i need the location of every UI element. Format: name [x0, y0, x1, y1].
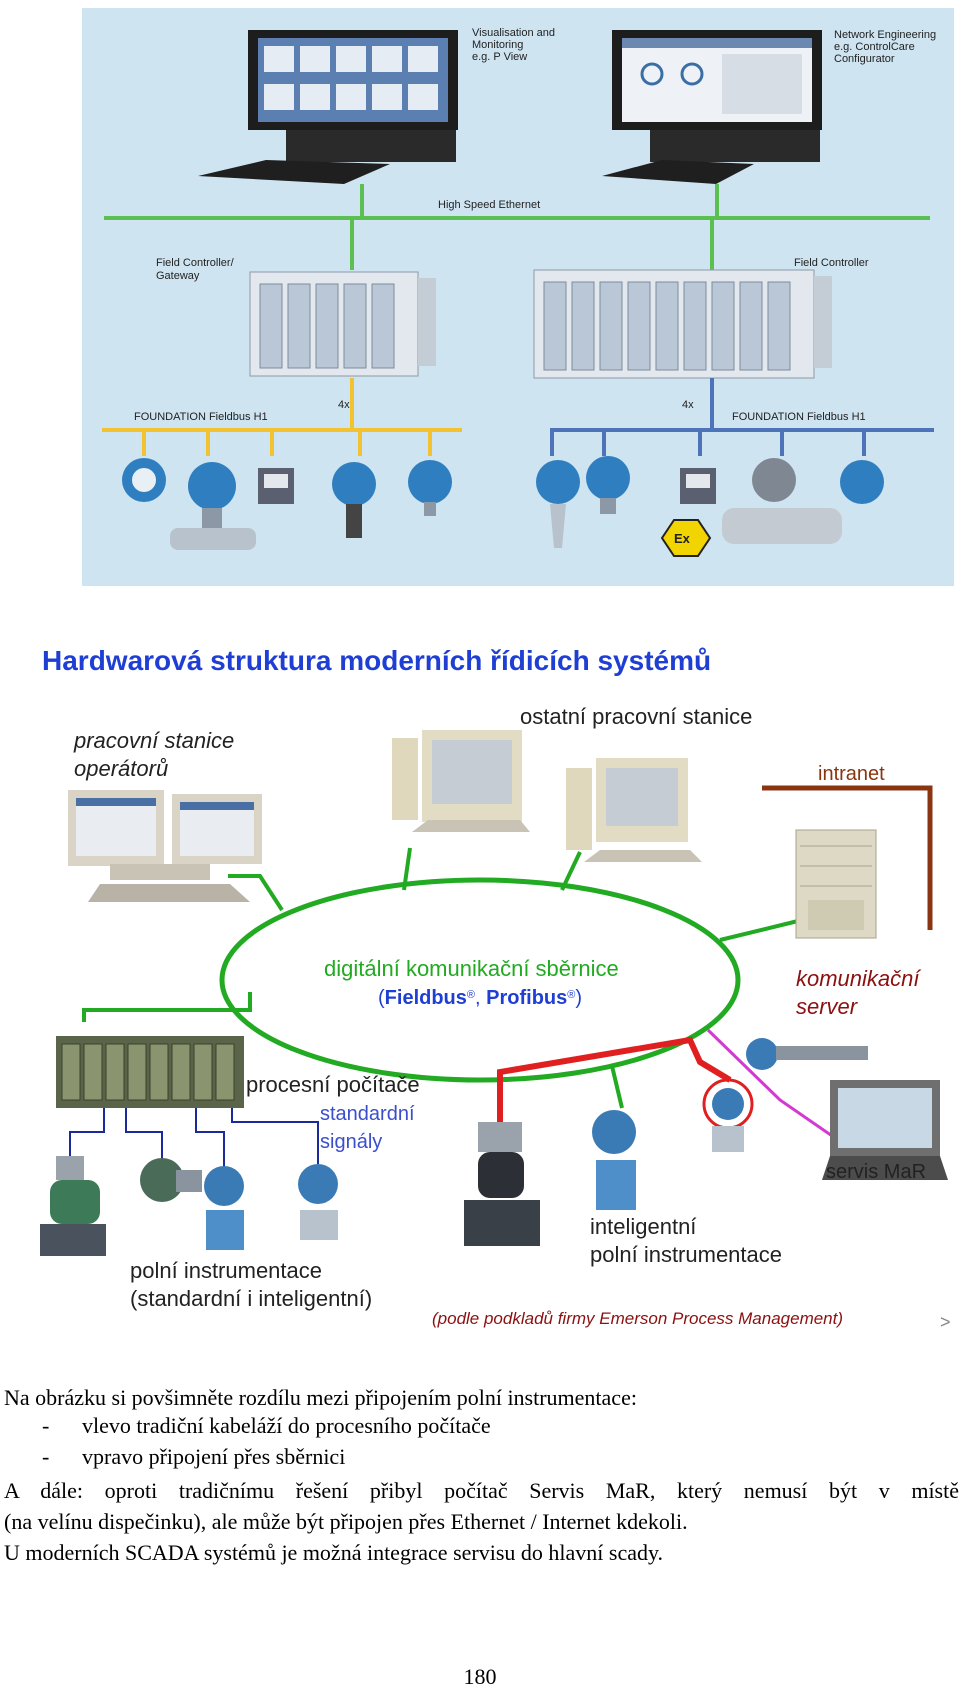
label-field-controller: Field Controller — [794, 257, 869, 269]
figure1-svg: Visualisation and Monitoring e.g. P View… — [82, 8, 954, 586]
pressure-transmitter-icon — [746, 1038, 868, 1070]
label-visualisation: Visualisation and — [472, 27, 555, 39]
label-controlcare: e.g. ControlCare — [834, 41, 915, 53]
bullet-dash-2: - — [42, 1444, 50, 1469]
field-instruments-left-icon — [40, 1156, 338, 1256]
label-fieldbus-left: FOUNDATION Fieldbus H1 — [134, 411, 268, 423]
green-links — [82, 847, 803, 1109]
label-network-engineering: Network Engineering — [834, 29, 936, 41]
label-fieldbus-right: FOUNDATION Fieldbus H1 — [732, 411, 866, 423]
comm-server-label-2: server — [796, 994, 859, 1019]
smart-instr-label-2: polní instrumentace — [590, 1242, 782, 1267]
text-intro: Na obrázku si povšimněte rozdílu mezi př… — [4, 1385, 637, 1410]
bus-protocols: (Fieldbus®, Profibus®) — [378, 987, 582, 1009]
field-instr-label: polní instrumentace — [130, 1258, 322, 1283]
red-link — [497, 1036, 732, 1122]
smart-instruments-icon — [464, 1078, 754, 1246]
intranet-line — [762, 785, 933, 930]
workstation-left-icon — [198, 30, 458, 184]
workstation-right-icon — [602, 30, 822, 184]
other-ws-label: ostatní pracovní stanice — [520, 704, 752, 729]
text-service-pc: A dále: oproti tradičnímu řešení přibyl … — [4, 1478, 959, 1503]
field-devices-icons: Ex — [122, 456, 884, 557]
label-field-controller-gateway: Field Controller/ — [156, 257, 235, 269]
figure2-title: Hardwarová struktura moderních řídicích … — [42, 645, 711, 676]
process-computer-icon — [56, 1036, 244, 1108]
fieldbus-left-lines — [102, 378, 462, 456]
ex-warning-icon — [660, 519, 712, 557]
bullet-right-bus: vpravo připojení přes sběrnici — [82, 1444, 346, 1469]
operator-ws-label: pracovní stanice — [73, 728, 234, 753]
field-controller-right-icon — [533, 269, 832, 379]
ex-symbol: Ex — [674, 531, 691, 546]
service-label: servis MaR — [826, 1161, 926, 1183]
figure-hardware-structure: Hardwarová struktura moderních řídicích … — [0, 620, 960, 1340]
label-ethernet: High Speed Ethernet — [438, 199, 540, 211]
process-pc-label: procesní počítače — [246, 1072, 420, 1097]
operator-workstations-icon — [68, 790, 262, 902]
other-workstations-icon — [392, 730, 702, 862]
standard-signal-wires — [69, 1108, 319, 1168]
intranet-label: intranet — [818, 763, 885, 785]
bullet-dash-1: - — [42, 1413, 50, 1438]
page-number: 180 — [463, 1664, 497, 1689]
label-monitoring: Monitoring — [472, 39, 523, 51]
std-signals-label: standardní — [320, 1103, 415, 1125]
fieldbus-right-lines — [550, 378, 934, 456]
ethernet-lines — [104, 184, 930, 270]
text-ethernet: (na velínu dispečinku), ale může být při… — [4, 1509, 688, 1534]
smart-instr-label: inteligentní — [590, 1214, 696, 1239]
figure-fieldbus-architecture: Visualisation and Monitoring e.g. P View… — [82, 8, 954, 586]
bus-label: digitální komunikační sběrnice — [324, 956, 619, 981]
magenta-link — [706, 1028, 839, 1142]
comm-server-label: komunikační — [796, 966, 921, 991]
bus-ellipse — [219, 877, 741, 1083]
bullet-left-wiring: vlevo tradiční kabeláží do procesního po… — [82, 1413, 491, 1438]
service-laptop-icon — [822, 1080, 948, 1180]
label-configurator: Configurator — [834, 53, 895, 65]
label-4x-right: 4x — [682, 399, 694, 411]
arrow-glyph: > — [940, 1312, 951, 1332]
field-controller-left-icon — [249, 271, 436, 377]
source-label: (podle podkladů firmy Emerson Process Ma… — [432, 1309, 843, 1328]
communication-server-icon — [795, 829, 877, 939]
label-gateway: Gateway — [156, 270, 200, 282]
figure2-svg: Hardwarová struktura moderních řídicích … — [40, 645, 951, 1332]
label-pview: e.g. P View — [472, 51, 527, 63]
label-4x-left: 4x — [338, 399, 350, 411]
field-instr-label-2: (standardní i inteligentní) — [130, 1286, 372, 1311]
std-signals-label-2: signály — [320, 1131, 382, 1153]
operator-ws-label-2: operátorů — [74, 756, 168, 781]
text-scada: U moderních SCADA systémů je možná integ… — [4, 1540, 664, 1565]
